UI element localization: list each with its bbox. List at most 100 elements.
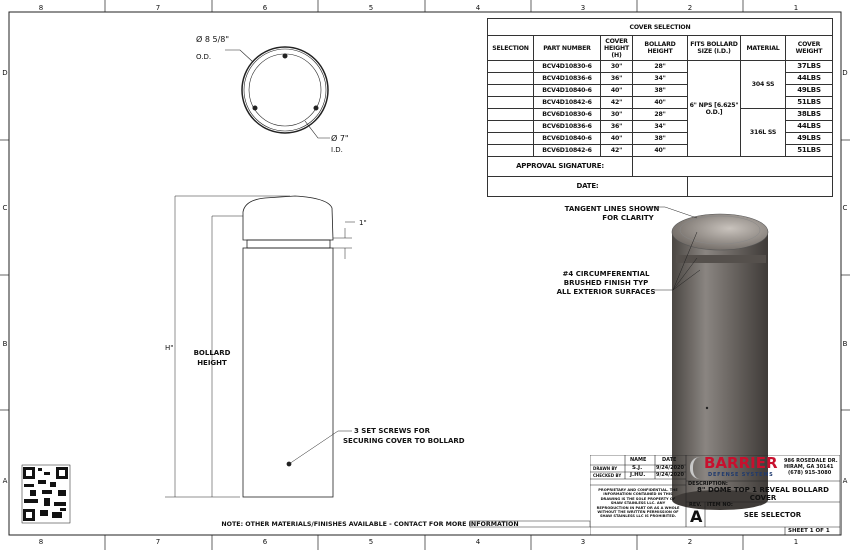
bollard-height-label: HEIGHT <box>197 359 227 367</box>
rev-value: A <box>690 507 703 526</box>
cover-weight: 37LBS <box>785 60 833 73</box>
table-title: COVER SELECTION <box>487 18 833 36</box>
selection-cell[interactable] <box>487 120 534 133</box>
address-line: (678) 915-3080 <box>788 470 832 476</box>
material: 316L SS <box>740 108 786 157</box>
bollard-height: 34" <box>632 120 688 133</box>
approval-signature-field[interactable] <box>632 156 833 177</box>
screws-note: SECURING COVER TO BOLLARD <box>343 437 465 445</box>
col-header: COVER HEIGHT (H) <box>600 35 633 61</box>
selection-cell[interactable] <box>487 60 534 73</box>
description: COVER <box>749 493 777 502</box>
name-header: NAME <box>630 457 647 463</box>
selection-cell[interactable] <box>487 84 534 97</box>
title-block: NAME DATE DRAWN BY S.J. 9/24/2020 CHECKE… <box>590 455 840 535</box>
col-label: 4 <box>476 4 481 12</box>
col-header: COVER WEIGHT <box>785 35 833 61</box>
rev-label: REV. <box>689 502 702 508</box>
bollard-height-label: BOLLARD <box>194 349 231 357</box>
cover-height: 36" <box>600 72 633 85</box>
address-line: 986 ROSEDALE DR. <box>784 458 838 464</box>
company-logo: BARRIER <box>704 454 778 472</box>
selection-cell[interactable] <box>487 72 534 85</box>
part-number: BCV6D10842-6 <box>533 144 601 157</box>
selection-cell[interactable] <box>487 108 534 121</box>
cover-weight: 44LBS <box>785 72 833 85</box>
date-field[interactable] <box>687 176 833 197</box>
cover-weight: 49LBS <box>785 84 833 97</box>
part-number: BCV4D10830-6 <box>533 60 601 73</box>
col-label: 3 <box>581 538 585 546</box>
col-header: SELECTION <box>487 35 534 61</box>
col-label: 7 <box>156 4 160 12</box>
col-header: BOLLARD HEIGHT <box>632 35 688 61</box>
col-header: MATERIAL <box>740 35 786 61</box>
od-label: O.D. <box>196 53 211 61</box>
bollard-height: 38" <box>632 132 688 145</box>
col-label: 3 <box>581 4 585 12</box>
col-label: 4 <box>476 538 481 546</box>
selection-cell[interactable] <box>487 144 534 157</box>
selection-cell[interactable] <box>487 96 534 109</box>
description-label: DESCRIPTION: <box>688 481 728 487</box>
col-header: PART NUMBER <box>533 35 601 61</box>
date-label: DATE: <box>487 176 688 197</box>
part-number: BCV6D10830-6 <box>533 108 601 121</box>
col-label: 6 <box>263 538 268 546</box>
item-no: SEE SELECTOR <box>743 511 802 519</box>
cover-height: 40" <box>600 84 633 97</box>
cover-selection-table: COVER SELECTION SELECTION PART NUMBER CO… <box>487 18 833 197</box>
bollard-height: 38" <box>632 84 688 97</box>
screws-note: 3 SET SCREWS FOR <box>354 427 431 435</box>
col-label: 8 <box>39 4 43 12</box>
address-line: HIRAM, GA 30141 <box>784 464 834 470</box>
item-no-label: ITEM NO: <box>707 502 733 508</box>
col-label: 1 <box>794 538 798 546</box>
date-header: DATE <box>662 457 677 463</box>
description: 8" DOME TOP 1 REVEAL BOLLARD <box>696 486 829 494</box>
selection-cell[interactable] <box>487 132 534 145</box>
sheet-number: SHEET 1 OF 1 <box>788 528 830 534</box>
bollard-height: 40" <box>632 144 688 157</box>
material: 304 SS <box>740 60 786 109</box>
finish-note: ALL EXTERIOR SURFACES <box>557 288 656 296</box>
part-number: BCV6D10840-6 <box>533 132 601 145</box>
checked-date: 9/24/2020 <box>656 472 685 478</box>
od-dimension: Ø 8 5/8" <box>196 34 229 44</box>
drawn-date: 9/24/2020 <box>656 465 685 471</box>
tangent-note: FOR CLARITY <box>602 214 654 222</box>
cover-weight: 51LBS <box>785 144 833 157</box>
checked-by-label: CHECKED BY <box>593 473 622 478</box>
cover-height: 42" <box>600 144 633 157</box>
bollard-height: 28" <box>632 60 688 73</box>
col-label: 2 <box>688 538 692 546</box>
col-label: 5 <box>369 4 373 12</box>
cover-weight: 38LBS <box>785 108 833 121</box>
top-view <box>225 46 330 139</box>
row-label: C <box>3 204 8 212</box>
cover-weight: 51LBS <box>785 96 833 109</box>
part-number: BCV4D10842-6 <box>533 96 601 109</box>
finish-note: #4 CIRCUMFERENTIAL <box>563 270 650 278</box>
row-label: D <box>2 69 7 77</box>
row-label: A <box>3 477 8 485</box>
side-view <box>165 195 355 498</box>
id-dimension: Ø 7" <box>331 133 349 143</box>
qr-code <box>21 464 71 524</box>
cover-height: 36" <box>600 120 633 133</box>
finish-note: BRUSHED FINISH TYP <box>564 279 649 287</box>
bollard-height: 28" <box>632 108 688 121</box>
checked-by: J.HU. <box>630 471 646 478</box>
materials-note: NOTE: OTHER MATERIALS/FINISHES AVAILABLE… <box>221 521 518 528</box>
drawn-by-label: DRAWN BY <box>593 466 618 471</box>
bollard-height: 34" <box>632 72 688 85</box>
col-label: 2 <box>688 4 692 12</box>
company-sub: DEFENSE SYSTEMS <box>708 472 774 478</box>
row-label: D <box>842 69 847 77</box>
iso-render <box>650 206 769 510</box>
cover-height: 30" <box>600 60 633 73</box>
